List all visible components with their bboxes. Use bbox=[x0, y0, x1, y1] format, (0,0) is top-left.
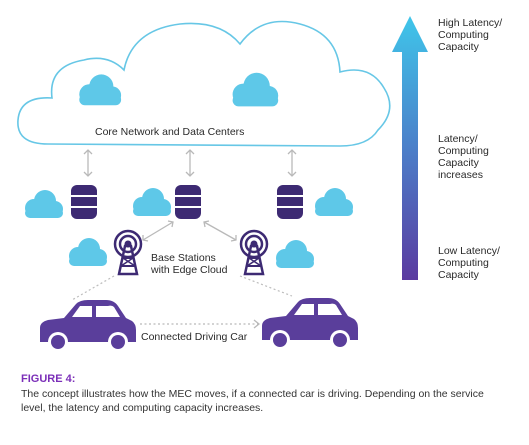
cloud-icon bbox=[25, 190, 63, 218]
car-label: Connected Driving Car bbox=[141, 331, 248, 343]
arrow-label-bottom: Low Latency/ Computing Capacity bbox=[438, 245, 500, 281]
tower-icon bbox=[239, 229, 269, 276]
core-links bbox=[83, 149, 297, 177]
core-label: Core Network and Data Centers bbox=[95, 126, 245, 138]
base-station-label-1: Base Stations bbox=[151, 252, 216, 264]
caption-body: The concept illustrates how the MEC move… bbox=[21, 388, 484, 414]
tower-icon bbox=[113, 229, 143, 276]
radio-links bbox=[71, 275, 293, 301]
cloud-icon bbox=[69, 238, 107, 266]
cloud-icon bbox=[315, 188, 353, 216]
cloud-icon bbox=[276, 240, 314, 268]
base-station-label-2: with Edge Cloud bbox=[151, 264, 228, 276]
car-motion-arrow bbox=[140, 319, 261, 329]
arrow-label-top: High Latency/ Computing Capacity bbox=[438, 17, 503, 53]
core-cloud bbox=[17, 20, 391, 147]
server-icon bbox=[276, 184, 304, 220]
cloud-icon bbox=[133, 188, 171, 216]
car-icon bbox=[40, 300, 136, 352]
edge-links bbox=[142, 220, 237, 242]
server-icon bbox=[174, 184, 202, 220]
car-icon bbox=[262, 298, 358, 350]
latency-arrow bbox=[392, 16, 428, 280]
caption-title: FIGURE 4: bbox=[21, 373, 76, 385]
server-icon bbox=[70, 184, 98, 220]
arrow-label-middle: Latency/ Computing Capacity increases bbox=[438, 133, 489, 181]
